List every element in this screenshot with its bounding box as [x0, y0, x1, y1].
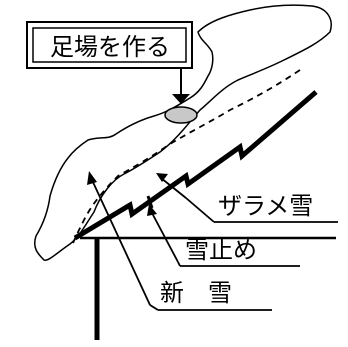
- snow-stopper-mark: [146, 195, 154, 209]
- new-snow-arrow: [87, 171, 151, 306]
- house-wall: [80, 236, 336, 340]
- new-snow-label: 新 雪: [160, 279, 232, 307]
- scaffold-ellipse: [164, 106, 198, 124]
- snow-stopper-label: 雪止め: [185, 236, 257, 264]
- granular-snow-label: ザラメ雪: [218, 192, 313, 220]
- scaffold-arrow: [172, 68, 190, 104]
- granular-snow-label-group: ザラメ雪: [185, 192, 338, 223]
- snow-layer-boundary: [71, 69, 301, 247]
- scaffold-box-inner: [32, 27, 187, 63]
- snow-stopper-label-group: 雪止め: [177, 236, 300, 267]
- scaffold-label-box: 足場を作る: [26, 21, 193, 69]
- granular-snow-arrow: [156, 173, 187, 199]
- snow-stopper-arrow: [147, 204, 179, 263]
- scaffold-label: 足場を作る: [50, 33, 170, 61]
- new-snow-label-group: 新 雪: [149, 279, 272, 311]
- roof-line: [73, 90, 318, 241]
